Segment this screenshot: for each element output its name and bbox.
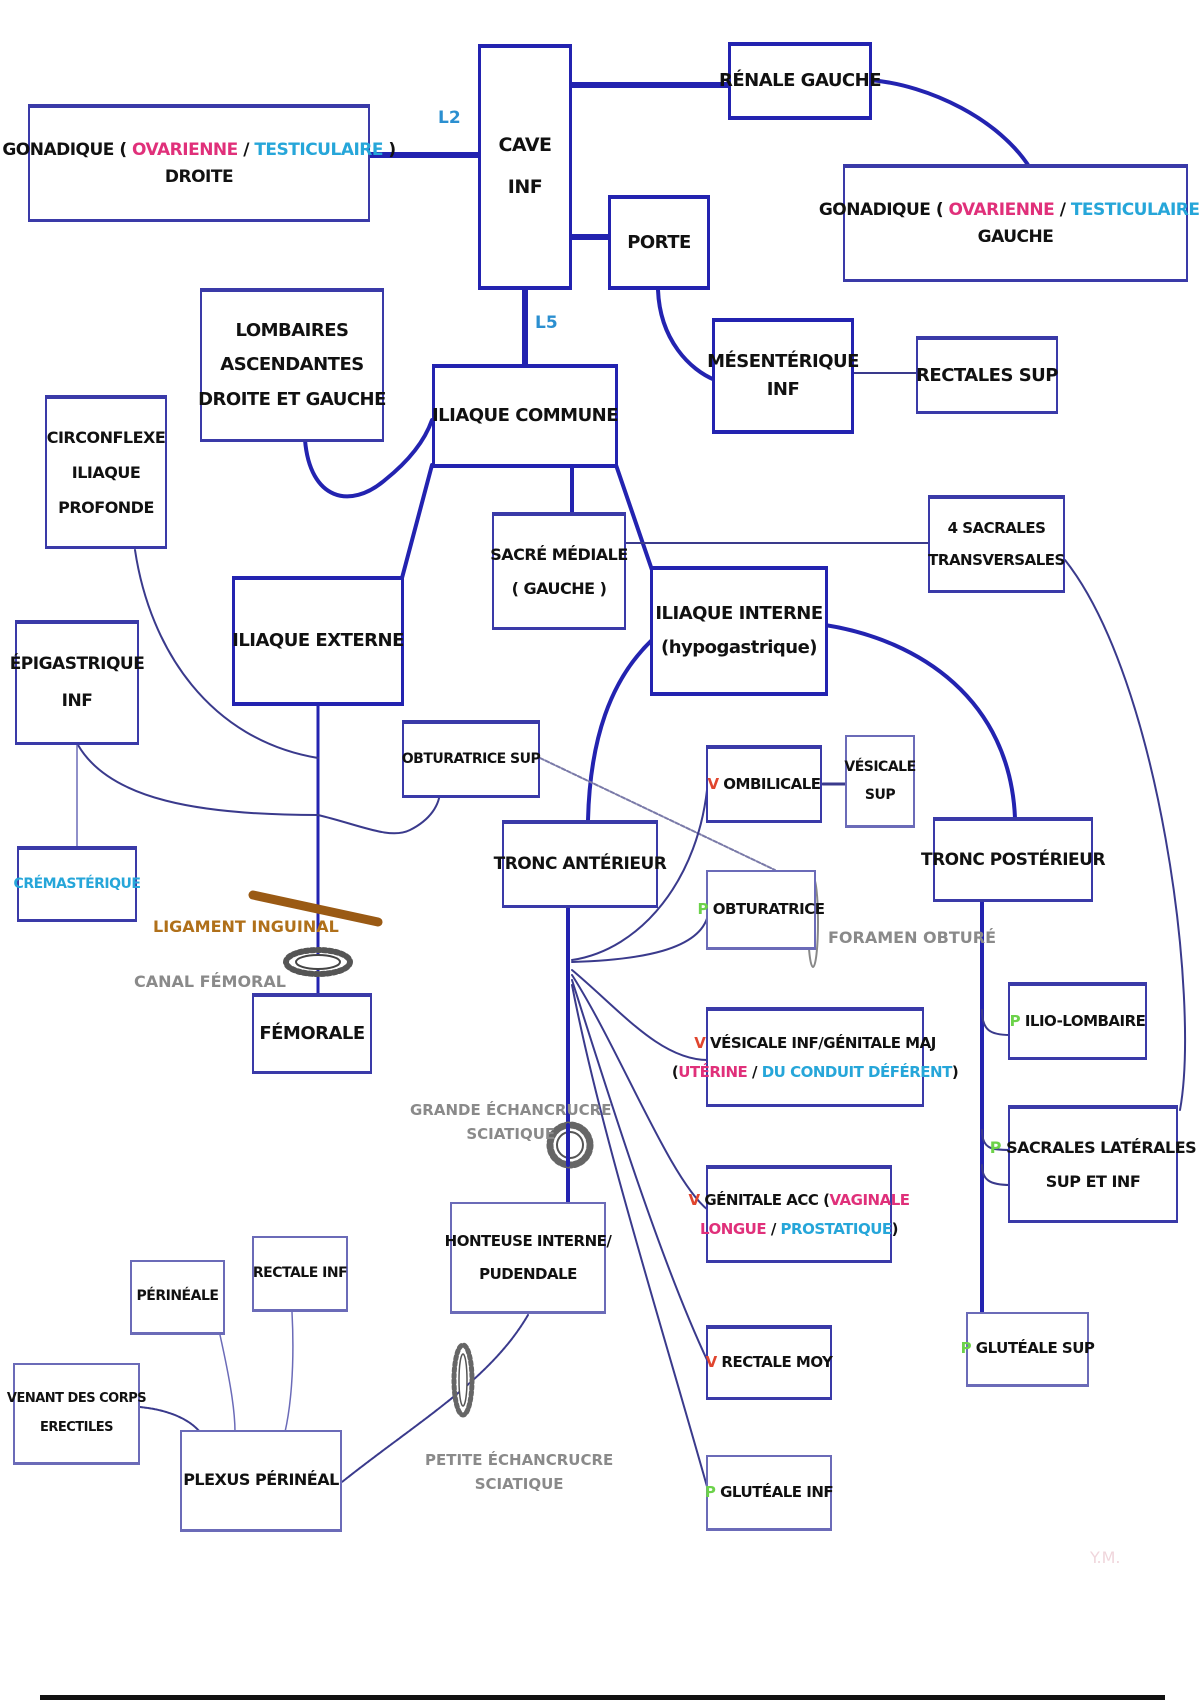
footer-rule [40, 1695, 1165, 1700]
node-tronc-anterieur: TRONC ANTÉRIEUR [494, 820, 667, 908]
node-vesicale-inf: V VÉSICALE INF/GÉNITALE MAJ (UTÉRINE / D… [672, 1007, 959, 1107]
node-tronc-posterieur: TRONC POSTÉRIEUR [921, 817, 1106, 902]
annotation-foramen-obture: FORAMEN OBTURÉ [828, 928, 996, 947]
node-plexus-perineal: PLEXUS PÉRINÉAL [180, 1430, 342, 1532]
node-genitale-acc: V GÉNITALE ACC (VAGINALE LONGUE / PROSTA… [689, 1165, 910, 1263]
annotation-petite-echancrure-line1: PETITE ÉCHANCRUCRE [425, 1451, 614, 1469]
edge-interne-tronc-anterieur [586, 638, 654, 822]
edge-sacrales-transversales-laterales [1064, 559, 1187, 1111]
edge-anterieur-obturatrice [571, 914, 709, 963]
edge-commune-externe [400, 463, 434, 580]
watermark: Y.M. [1090, 1548, 1121, 1567]
annotation-canal-femoral: CANAL FÉMORAL [134, 972, 286, 991]
edge-anterieur-gluteale-inf [571, 984, 709, 1491]
node-circonflexe: CIRCONFLEXE ILIAQUE PROFONDE [45, 395, 167, 549]
edge-posterieur-ilio-lombaire [981, 1009, 1011, 1036]
annotation-ligament-inguinal: LIGAMENT INGUINAL [153, 917, 339, 936]
node-ilio-lombaire: P ILIO-LOMBAIRE [1008, 982, 1147, 1060]
edge-posterieur-sacrales-laterales-2 [981, 1164, 1011, 1186]
node-obturatrice: P OBTURATRICE [698, 870, 825, 950]
edge-anterieur-vesicale-inf [571, 969, 709, 1061]
node-rectales-sup: RECTALES SUP [916, 336, 1058, 414]
node-lombaires: LOMBAIRES ASCENDANTES DROITE ET GAUCHE [198, 288, 386, 442]
edge-interne-tronc-posterieur [823, 623, 1017, 820]
edge-epigastrique-externe [77, 744, 319, 816]
grande-echancrure-ring-icon [546, 1121, 594, 1169]
node-gluteale-inf: P GLUTÉALE INF [705, 1455, 834, 1531]
edge-externe-obturatrice-sup [317, 789, 441, 835]
annotation-grande-echancrure: GRANDE ÉCHANCRUCRE SCIATIQUE [410, 1098, 611, 1146]
edge-rectale-inf-plexus [284, 1311, 294, 1433]
node-vesicale-sup: VÉSICALE SUP [844, 735, 916, 828]
node-rectale-moy: V RECTALE MOY [706, 1325, 833, 1400]
edge-perineale-plexus [219, 1334, 236, 1433]
edge-renale-gonadique-gauche [868, 78, 1032, 170]
ligament-inguinal-bar [248, 890, 383, 927]
node-mesenterique-inf: MÉSENTÉRIQUE INF [707, 318, 859, 434]
node-epigastrique-inf: ÉPIGASTRIQUE INF [10, 620, 145, 745]
node-obturatrice-sup: OBTURATRICE SUP [402, 720, 541, 798]
node-sacrales-transversales: 4 SACRALES TRANSVERSALES [928, 495, 1065, 593]
petite-echancrure-ring-icon [451, 1342, 475, 1418]
thin-connectors [76, 372, 1187, 1491]
node-cremasterique: CRÉMASTÉRIQUE [14, 846, 141, 922]
node-gonadique-droite: GONADIQUE ( OVARIENNE / TESTICULAIRE ) D… [2, 104, 396, 222]
node-iliaque-externe: ILIAQUE EXTERNE [232, 576, 404, 706]
edge-posterieur-sacrales-laterales-1 [981, 1129, 1011, 1151]
annotation-l5: L5 [535, 313, 558, 333]
node-rectale-inf: RECTALE INF [252, 1236, 348, 1312]
edge-corps-erectiles-plexus [139, 1406, 201, 1433]
edge-honteuse-plexus [341, 1314, 529, 1483]
node-gonadique-gauche: GONADIQUE ( OVARIENNE / TESTICULAIRE ) G… [819, 164, 1200, 282]
edge-anterieur-genitale-acc [571, 974, 709, 1211]
node-sacre-mediale: SACRÉ MÉDIALE ( GAUCHE ) [490, 512, 628, 630]
canal-femoral-ring-icon [283, 947, 353, 977]
edge-anterieur-rectale-moy [571, 979, 709, 1363]
node-iliaque-interne: ILIAQUE INTERNE (hypogastrique) [650, 566, 828, 696]
node-ombilicale: V OMBILICALE [706, 745, 822, 823]
edge-obturatrice-sup-obturatrice [539, 757, 776, 871]
edge-lombaires-iliaque-commune [303, 418, 434, 499]
edge-anterieur-ombilicale [571, 779, 709, 961]
annotation-petite-echancrure-line2: SCIATIQUE [474, 1475, 564, 1493]
node-renale-gauche: RÉNALE GAUCHE [719, 42, 882, 120]
node-porte: PORTE [608, 195, 710, 290]
annotation-petite-echancrure: PETITE ÉCHANCRUCRE SCIATIQUE [425, 1448, 613, 1496]
node-gluteale-sup: P GLUTÉALE SUP [961, 1312, 1095, 1387]
node-sacrales-laterales: P SACRALES LATÉRALES SUP ET INF [990, 1105, 1197, 1223]
node-iliaque-commune: ILIAQUE COMMUNE [432, 364, 619, 468]
node-femorale: FÉMORALE [252, 993, 372, 1074]
edge-commune-interne [614, 463, 654, 572]
edge-porte-mesenterique [656, 288, 717, 382]
edge-circonflexe-externe [134, 549, 319, 759]
node-corps-erectiles: VENANT DES CORPS ERECTILES [7, 1363, 147, 1465]
node-honteuse: HONTEUSE INTERNE/ PUDENDALE [445, 1202, 612, 1314]
annotation-l2: L2 [438, 108, 461, 128]
annotation-grande-echancrure-line1: GRANDE ÉCHANCRUCRE [410, 1101, 612, 1119]
node-perineale: PÉRINÉALE [130, 1260, 225, 1335]
annotation-grande-echancrure-line2: SCIATIQUE [466, 1125, 556, 1143]
main-connectors [367, 82, 733, 371]
node-cave-inf: CAVE INF [478, 44, 572, 290]
